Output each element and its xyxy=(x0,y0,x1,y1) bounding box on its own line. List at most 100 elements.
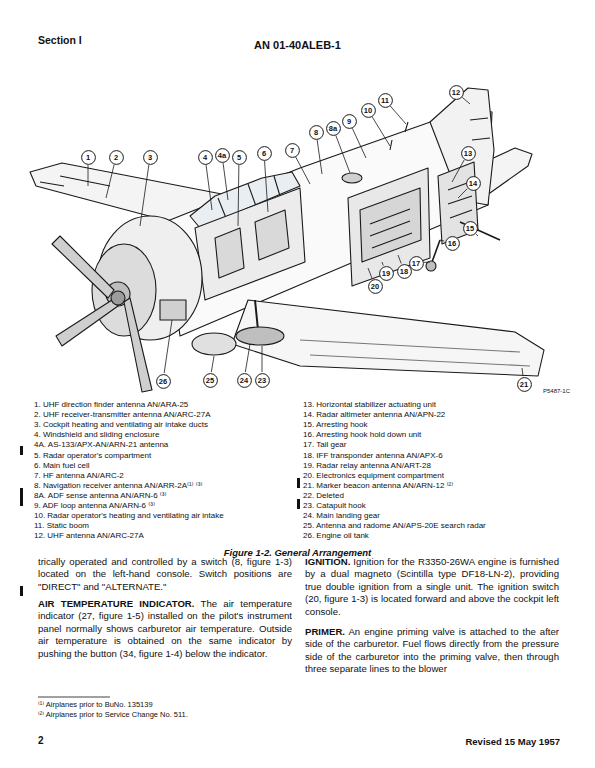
legend-item: 3. Cockpit heating and ventilating air i… xyxy=(34,420,208,429)
callout-circle: 14 xyxy=(466,176,481,191)
legend-item-block: 20. Electronics equipment compartment xyxy=(303,472,565,481)
callout-number: 25 xyxy=(203,373,218,388)
callout-number: 11 xyxy=(378,93,393,108)
legend-item-block: 4. Windshield and sliding enclosure xyxy=(34,431,296,440)
page-number: 2 xyxy=(38,735,44,746)
section-heading-block: Section I xyxy=(38,34,158,48)
legend-item: 23. Catapult hook xyxy=(303,501,366,510)
callout-circle: 5 xyxy=(232,150,247,165)
legend-item: 16. Arresting hook hold down unit xyxy=(303,430,421,439)
callout-circle: 4a xyxy=(215,148,230,163)
callout-circle: 20 xyxy=(368,279,383,294)
legend-item-block: 10. Radar operator's heating and ventila… xyxy=(34,512,296,521)
radome xyxy=(192,333,236,355)
leader-line xyxy=(238,165,240,226)
callout-circle: 3 xyxy=(143,150,158,165)
leader-line xyxy=(398,255,401,264)
leader-line xyxy=(440,240,444,241)
page-number-block: 2 xyxy=(38,734,78,747)
legend-item-block: 11. Static boom xyxy=(34,522,296,531)
callout-number: 2 xyxy=(109,150,124,165)
callout-number: 18 xyxy=(397,264,412,279)
legend-item-block: 26. Engine oil tank xyxy=(303,532,565,541)
legend-item-block: 15. Arresting hook xyxy=(303,421,565,430)
callout-number: 12 xyxy=(449,85,464,100)
legend-item-block: 23. Catapult hook xyxy=(303,502,565,511)
legend-item-block: 8A. ADF sense antenna AN/ARN-6 ⁽³⁾ xyxy=(34,492,296,501)
legend-item-block: 21. Marker beacon antenna AN/ARN-12 ⁽²⁾ xyxy=(303,482,565,491)
leader-line xyxy=(476,234,478,236)
legend-item: 18. IFF transponder antenna AN/APX-6 xyxy=(303,451,443,460)
leader-line xyxy=(522,368,523,376)
legend-item-block: 16. Arresting hook hold down unit xyxy=(303,431,565,440)
legend-item: 14. Radar altimeter antenna AN/APN-22 xyxy=(303,410,445,419)
legend-item-block: 13. Horizontal stabilizer actuating unit xyxy=(303,401,565,410)
leader-line xyxy=(390,106,406,124)
callout-number: 16 xyxy=(445,236,460,251)
leader-line xyxy=(140,165,149,226)
callout-number: 15 xyxy=(463,221,478,236)
footnote-rule xyxy=(38,697,110,698)
legend-item-block: 8. Navigation receiver antenna AN/ARR-2A… xyxy=(34,482,296,491)
leader-line xyxy=(458,189,467,198)
legend-item: 22. Deleted xyxy=(303,491,344,500)
revision-date-block: Revised 15 May 1957 xyxy=(420,736,560,748)
legend-item: 13. Horizontal stabilizer actuating unit xyxy=(303,400,436,409)
callout-number: 20 xyxy=(368,279,383,294)
leader-line xyxy=(211,356,214,372)
callout-number: 7 xyxy=(285,143,300,158)
callout-number: 21 xyxy=(517,377,532,392)
document-number: AN 01-40ALEB-1 xyxy=(254,39,341,51)
callout-circle: 8 xyxy=(309,125,324,140)
space xyxy=(194,598,200,609)
section-heading: Section I xyxy=(38,34,82,46)
legend-item-block: 17. Tail gear xyxy=(303,441,565,450)
legend-item-block: 4A. AS-133/APX-AN/ARN-21 antenna xyxy=(34,441,296,450)
callout-circle: 2 xyxy=(109,150,124,165)
leader-line xyxy=(372,117,390,146)
callout-number: 1 xyxy=(81,150,96,165)
drawing-number: P5487-1C xyxy=(543,388,570,394)
leader-line xyxy=(164,320,172,373)
footnote-block: ⁽¹⁾ Airplanes prior to BuNo. 135139 xyxy=(38,700,292,710)
leader-line xyxy=(352,128,366,158)
legend-item: 15. Arresting hook xyxy=(303,420,367,429)
callout-circle: 18 xyxy=(397,264,412,279)
leader-line xyxy=(262,346,263,372)
legend-item: 11. Static boom xyxy=(34,521,89,530)
legend-item-block: 3. Cockpit heating and ventilating air i… xyxy=(34,421,296,430)
callout-circle: 10 xyxy=(361,103,376,118)
paragraph-heading: PRIMER. xyxy=(305,626,345,637)
footnote: ⁽²⁾ Airplanes prior to Service Change No… xyxy=(38,710,188,719)
legend-item-block: 6. Main fuel cell xyxy=(34,462,296,471)
legend-item: 12. UHF antenna AN/ARC-27A xyxy=(34,531,144,540)
leader-line xyxy=(452,160,464,182)
callout-number: 8 xyxy=(309,125,324,140)
callout-number: 9 xyxy=(342,114,357,129)
callout-number: 26 xyxy=(156,374,171,389)
legend-item-block: 14. Radar altimeter antenna AN/APN-22 xyxy=(303,411,565,420)
leader-line xyxy=(382,262,383,265)
callout-circle: 15 xyxy=(463,221,478,236)
legend-item: 26. Engine oil tank xyxy=(303,531,369,540)
callout-circle: 1 xyxy=(81,150,96,165)
callout-circle: 11 xyxy=(378,93,393,108)
paragraph-heading-block: PRIMER. An engine priming valve is attac… xyxy=(305,626,559,676)
legend-item: 19. Radar relay antenna AN/ART-28 xyxy=(303,461,431,470)
title-block: AN 01-40ALEB-1 xyxy=(0,34,595,54)
legend-item: 4. Windshield and sliding enclosure xyxy=(34,430,159,439)
callout-circle: 12 xyxy=(449,85,464,100)
drawing-number-block: P5487-1C xyxy=(500,388,570,396)
legend-item: 6. Main fuel cell xyxy=(34,461,90,470)
legend-item-block: 12. UHF antenna AN/ARC-27A xyxy=(34,532,296,541)
callout-number: 8a xyxy=(326,121,341,136)
legend-item-block: 18. IFF transponder antenna AN/APX-6 xyxy=(303,452,565,461)
callout-circle: 25 xyxy=(203,373,218,388)
leader-line xyxy=(206,165,212,210)
legend-item: 8. Navigation receiver antenna AN/ARR-2A… xyxy=(34,481,202,490)
leader-line xyxy=(317,140,322,174)
body-text-block: trically operated and controlled by a sw… xyxy=(38,556,292,593)
legend-item: 1. UHF direction finder antenna AN/ARA-2… xyxy=(34,400,188,409)
legend-item: 25. Antenna and radome AN/APS-20E search… xyxy=(303,521,486,530)
paragraph-heading: IGNITION. xyxy=(305,556,350,567)
